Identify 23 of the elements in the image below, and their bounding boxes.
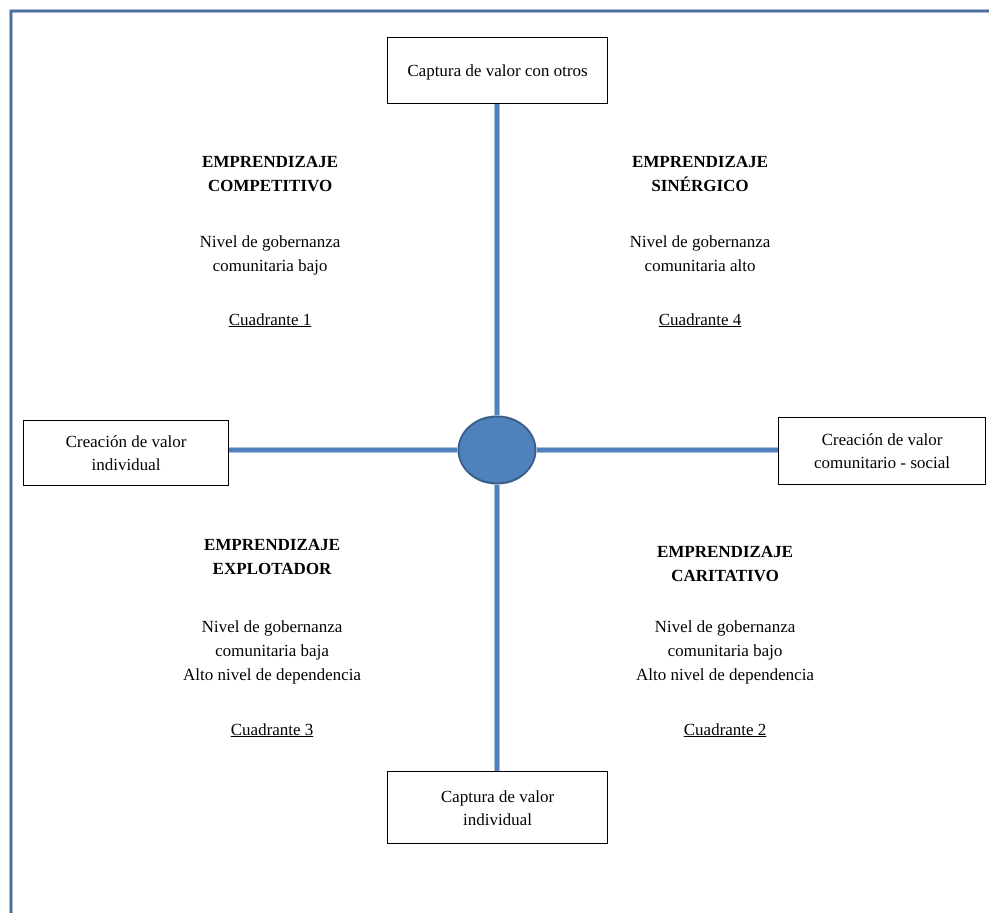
quadrant-number: Cuadrante 3 bbox=[230, 720, 314, 739]
quadrant-title: EMPRENDIZAJE CARITATIVO bbox=[656, 541, 794, 587]
label-box: Creación de valor comunitario - social bbox=[778, 417, 986, 485]
quadrant-number: Cuadrante 4 bbox=[658, 310, 742, 329]
quadrant-description: Nivel de gobernanza comunitaria bajo bbox=[198, 231, 342, 277]
label-box: Creación de valor individual bbox=[23, 420, 229, 486]
quadrant-title: EMPRENDIZAJE SINÉRGICO bbox=[630, 151, 769, 197]
quadrant-description: Nivel de gobernanza comunitaria bajo bbox=[654, 616, 796, 662]
quadrant-number: Cuadrante 1 bbox=[228, 310, 312, 329]
quadrant-number: Cuadrante 2 bbox=[684, 720, 766, 739]
label-box: Captura de valor con otros bbox=[387, 37, 608, 104]
quadrant-description: Alto nivel de dependencia bbox=[636, 665, 814, 684]
quadrant-title: EMPRENDIZAJE COMPETITIVO bbox=[200, 151, 339, 197]
axis-line bbox=[229, 448, 457, 452]
quadrant-description: Nivel de gobernanza comunitaria alto bbox=[628, 231, 772, 277]
label-box: Captura de valor individual bbox=[387, 771, 608, 844]
axis-line bbox=[494, 104, 500, 415]
center-circle bbox=[457, 415, 537, 485]
quadrant-description: Alto nivel de dependencia bbox=[183, 665, 361, 684]
axis-line bbox=[537, 448, 778, 452]
quadrant-description: Nivel de gobernanza comunitaria baja bbox=[200, 616, 344, 662]
axis-line bbox=[494, 485, 500, 771]
quadrant-title: EMPRENDIZAJE EXPLOTADOR bbox=[202, 534, 341, 580]
